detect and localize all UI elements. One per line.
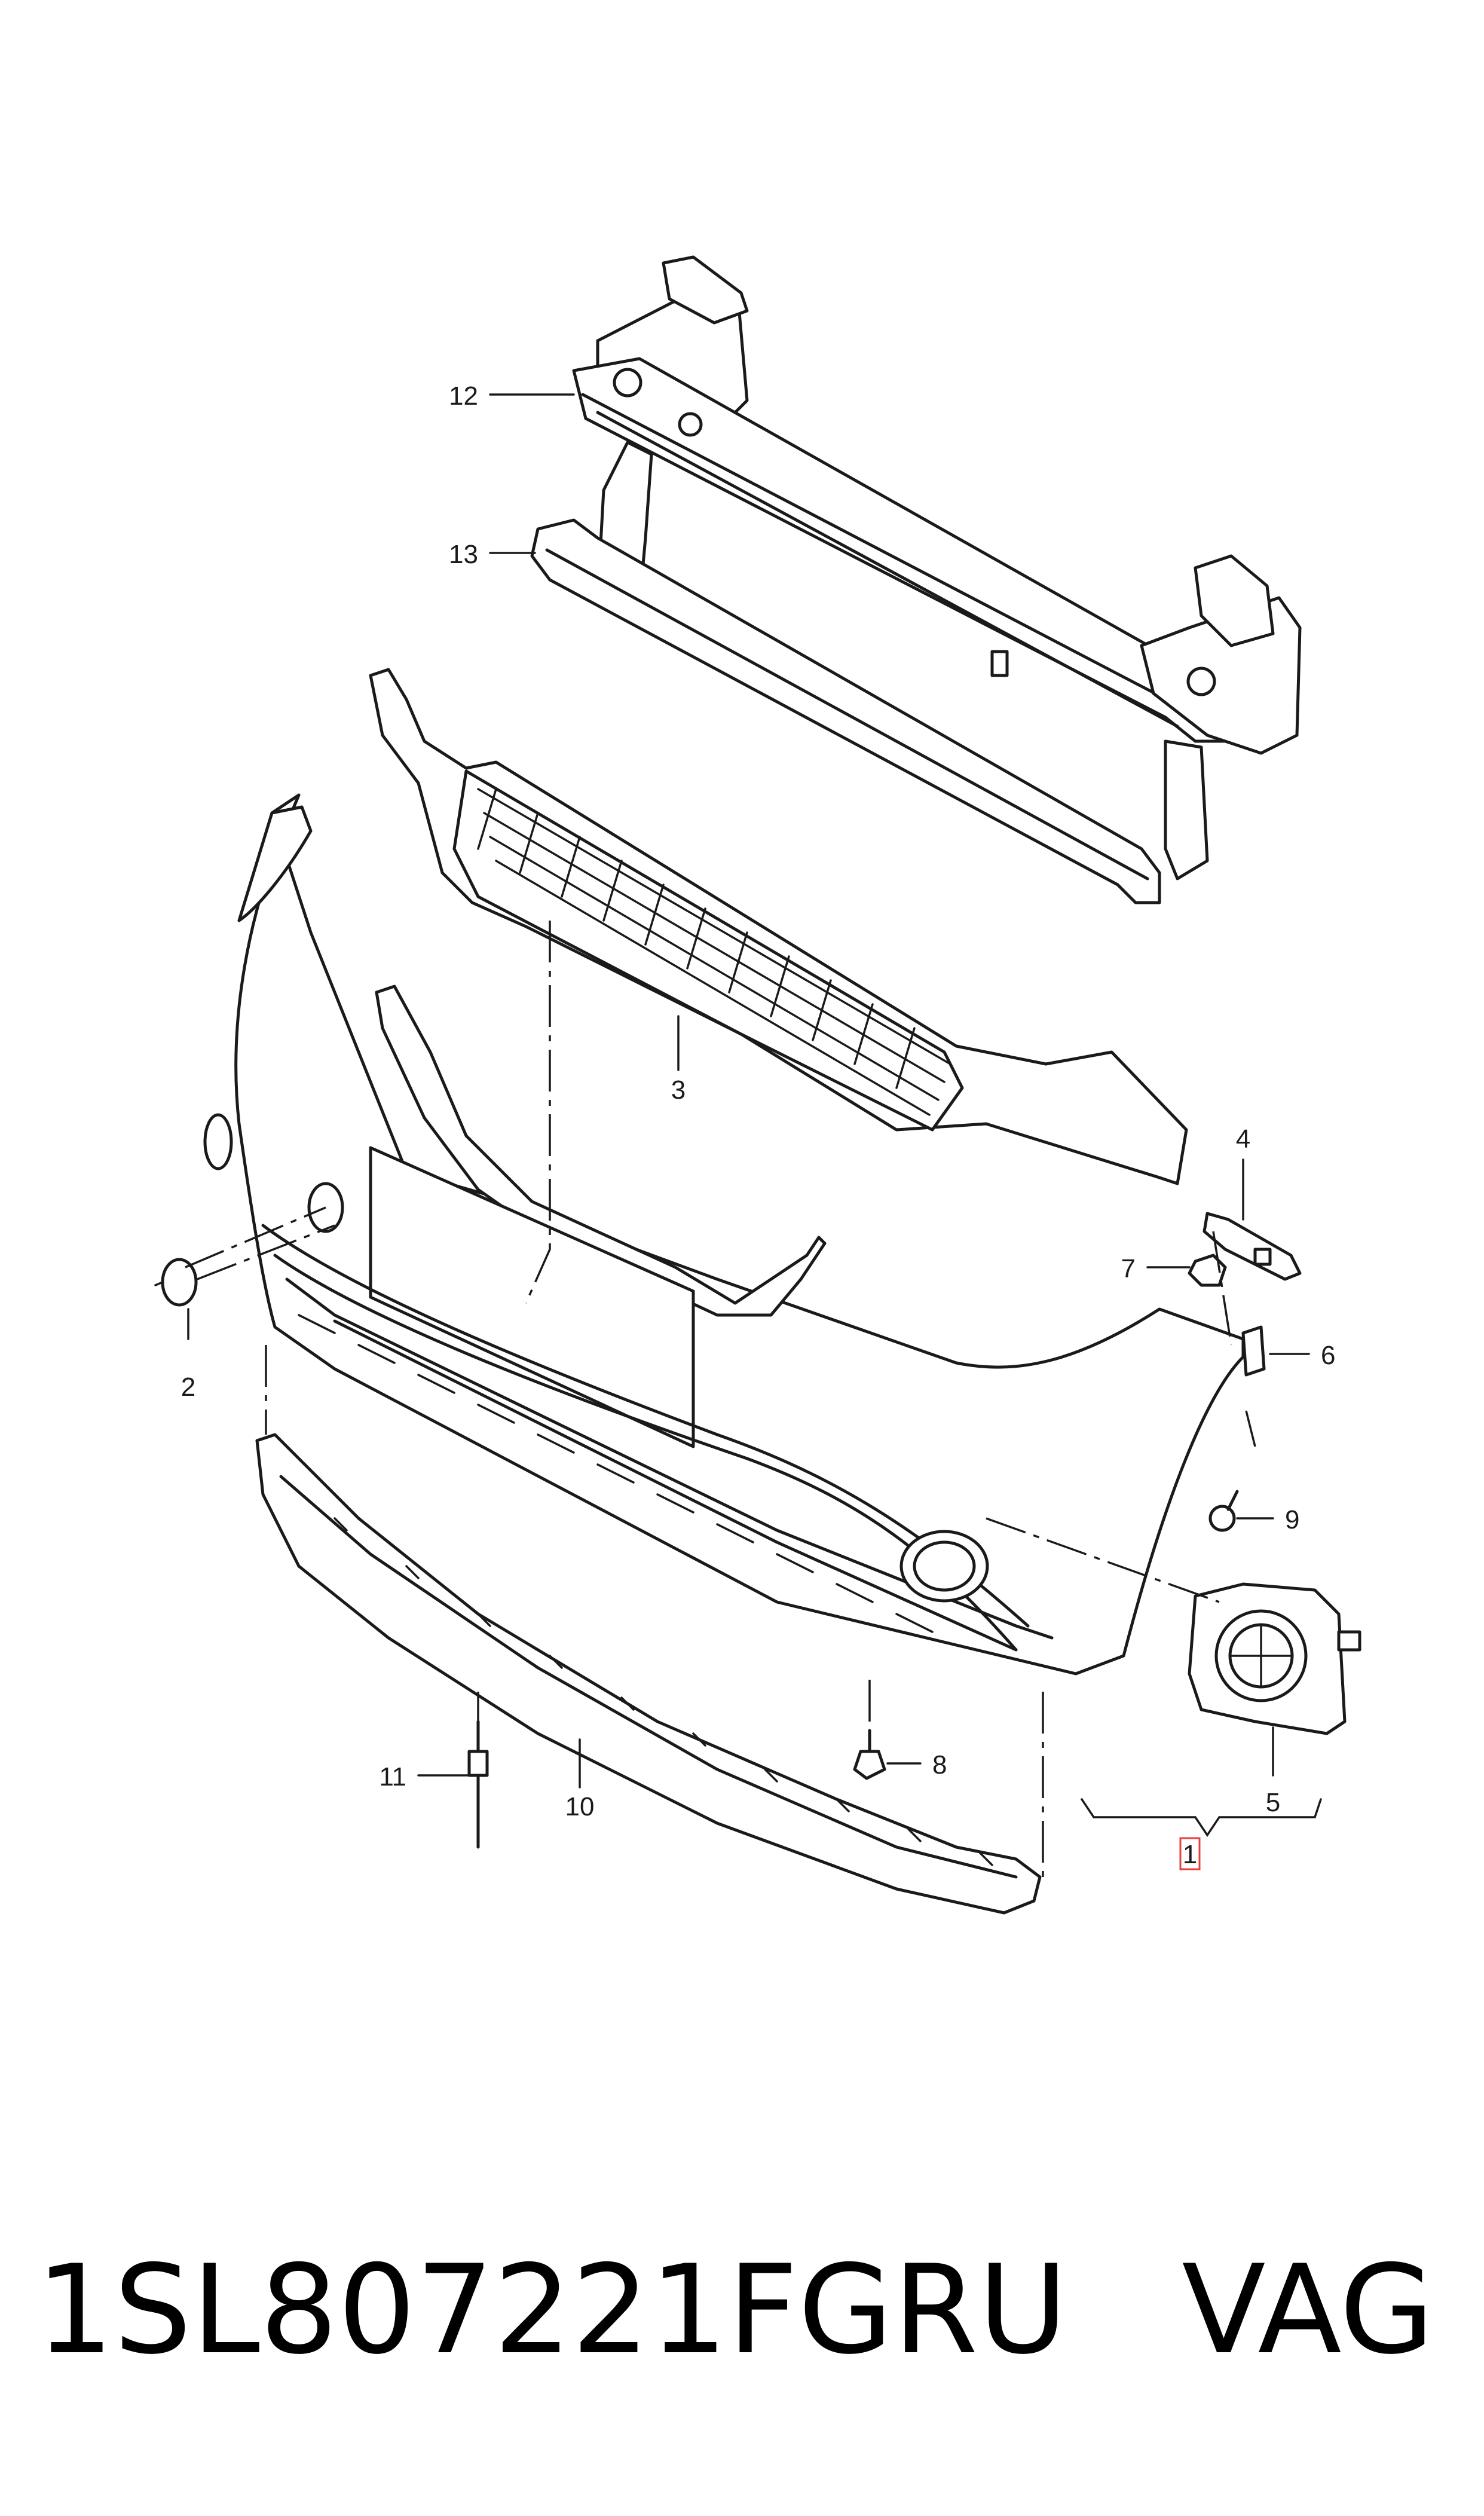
callout-12: 12 bbox=[449, 381, 478, 411]
callout-2: 2 bbox=[181, 1372, 195, 1402]
callout-7: 7 bbox=[1121, 1254, 1136, 1283]
nut-7 bbox=[1188, 1254, 1227, 1287]
callout-1-highlight bbox=[1179, 1837, 1201, 1870]
clip-6 bbox=[1241, 1325, 1266, 1377]
bracket-part bbox=[1203, 1212, 1302, 1281]
bumper-cover-part bbox=[203, 793, 1245, 1676]
callout-3: 3 bbox=[671, 1075, 686, 1105]
tow-eye-cover-part bbox=[154, 1206, 335, 1307]
callout-5: 5 bbox=[1266, 1788, 1280, 1817]
brand-name: VAG bbox=[1182, 2239, 1434, 2382]
callout-1: 1 bbox=[1183, 1840, 1197, 1869]
lower-spoiler-part bbox=[255, 1433, 1042, 1915]
callout-9: 9 bbox=[1285, 1505, 1299, 1534]
part-number: 1SL807221FGRU bbox=[36, 2239, 1068, 2382]
clip-8 bbox=[853, 1729, 886, 1780]
callout-4: 4 bbox=[1236, 1124, 1250, 1154]
callout-10: 10 bbox=[565, 1792, 595, 1821]
callout-8: 8 bbox=[932, 1750, 947, 1780]
leader-lines bbox=[187, 393, 1322, 1838]
rivet-11 bbox=[467, 1720, 489, 1849]
impact-absorber-part bbox=[530, 518, 1161, 904]
callout-labels: 12 13 3 4 7 6 9 8 11 10 5 2 1 bbox=[181, 381, 1335, 1870]
callout-6: 6 bbox=[1321, 1341, 1335, 1370]
callout-13: 13 bbox=[449, 540, 478, 569]
screw-9 bbox=[1208, 1490, 1239, 1532]
lower-grille-part bbox=[369, 668, 1188, 1185]
bumper-carrier-part bbox=[572, 255, 1302, 881]
alignment-lines bbox=[265, 921, 1256, 1877]
fog-lamp-grille-part bbox=[1188, 1582, 1361, 1735]
callout-11: 11 bbox=[379, 1762, 406, 1792]
fasteners bbox=[467, 1254, 1266, 1849]
caption: 1SL807221FGRU VAG bbox=[36, 2239, 1434, 2382]
